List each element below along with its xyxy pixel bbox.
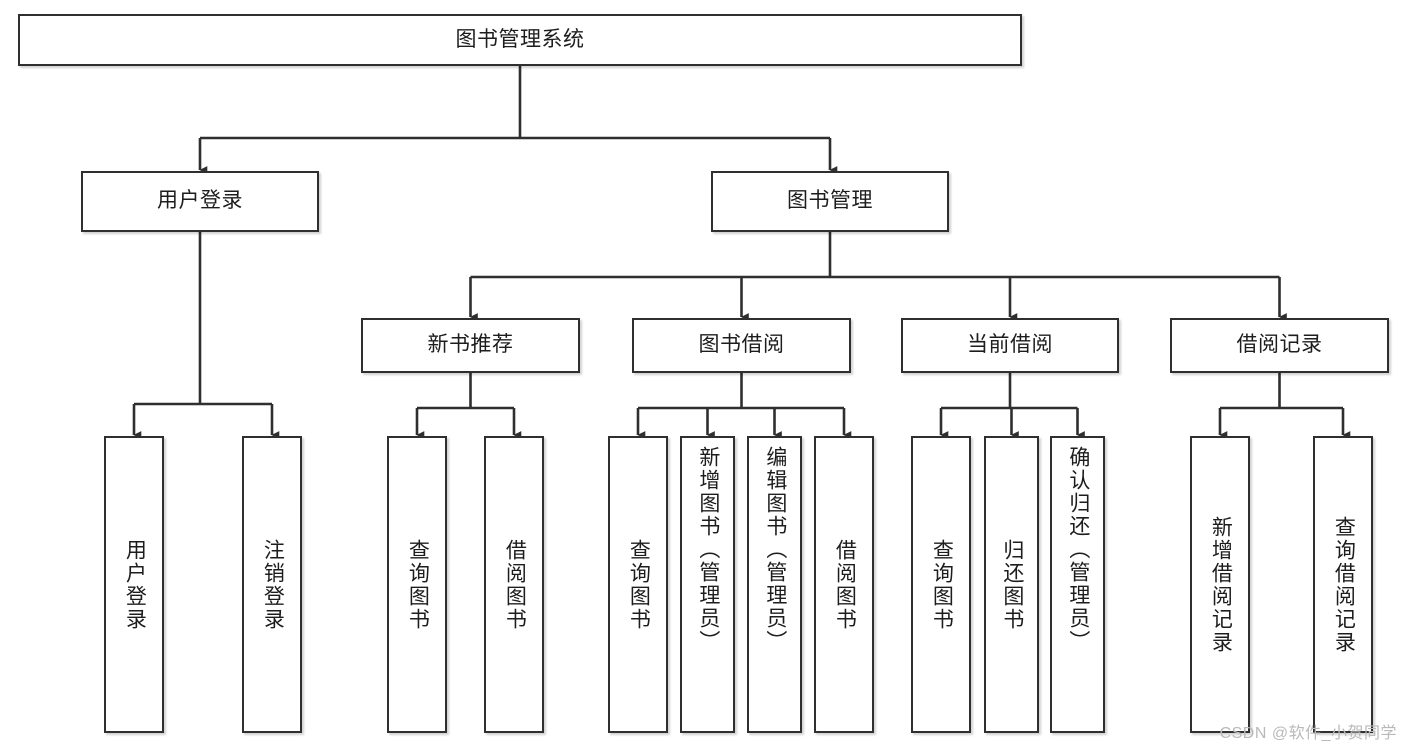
node-l-edit: 编辑图书（管理员）	[747, 436, 802, 733]
node-label: 借阅图书	[833, 538, 857, 631]
node-l-q1: 查询图书	[387, 436, 447, 733]
node-bookmgmt: 图书管理	[711, 171, 949, 232]
node-label: 新增借阅记录	[1209, 515, 1233, 654]
node-l-addrec: 新增借阅记录	[1190, 436, 1250, 733]
node-label: 确认归还（管理员）	[1066, 446, 1090, 653]
node-label: 注销登录	[261, 538, 285, 631]
node-label: 查询图书	[627, 538, 651, 631]
node-l-login: 用户登录	[104, 436, 164, 733]
node-label: 图书借阅	[698, 333, 785, 357]
node-root: 图书管理系统	[18, 14, 1022, 66]
node-label: 用户登录	[123, 538, 147, 631]
node-label: 新书推荐	[427, 333, 514, 357]
node-label: 查询图书	[930, 538, 954, 631]
node-l-b2: 借阅图书	[814, 436, 874, 733]
node-label: 归还图书	[1000, 538, 1024, 631]
node-label: 图书管理	[787, 189, 873, 213]
node-l-b1: 借阅图书	[484, 436, 544, 733]
node-label: 图书管理系统	[455, 27, 585, 51]
node-label: 新增图书（管理员）	[696, 446, 720, 653]
node-l-return: 归还图书	[984, 436, 1039, 733]
node-label: 借阅图书	[503, 538, 527, 631]
node-newbooks: 新书推荐	[361, 318, 580, 373]
node-l-add: 新增图书（管理员）	[680, 436, 735, 733]
node-label: 查询图书	[406, 538, 430, 631]
node-label: 用户登录	[157, 189, 243, 213]
node-label: 借阅记录	[1236, 333, 1323, 357]
node-l-logout: 注销登录	[242, 436, 302, 733]
node-l-qrec: 查询借阅记录	[1313, 436, 1373, 733]
node-borrow: 图书借阅	[632, 318, 851, 373]
node-current: 当前借阅	[901, 318, 1119, 373]
node-label: 查询借阅记录	[1332, 515, 1356, 654]
node-records: 借阅记录	[1170, 318, 1389, 373]
node-l-confirm: 确认归还（管理员）	[1050, 436, 1105, 733]
csdn-watermark: CSDN @软件_小贺同学	[1219, 725, 1397, 742]
node-login: 用户登录	[81, 171, 319, 232]
node-l-q3: 查询图书	[911, 436, 971, 733]
node-l-q2: 查询图书	[608, 436, 668, 733]
node-label: 编辑图书（管理员）	[763, 446, 787, 653]
node-label: 当前借阅	[967, 333, 1053, 357]
